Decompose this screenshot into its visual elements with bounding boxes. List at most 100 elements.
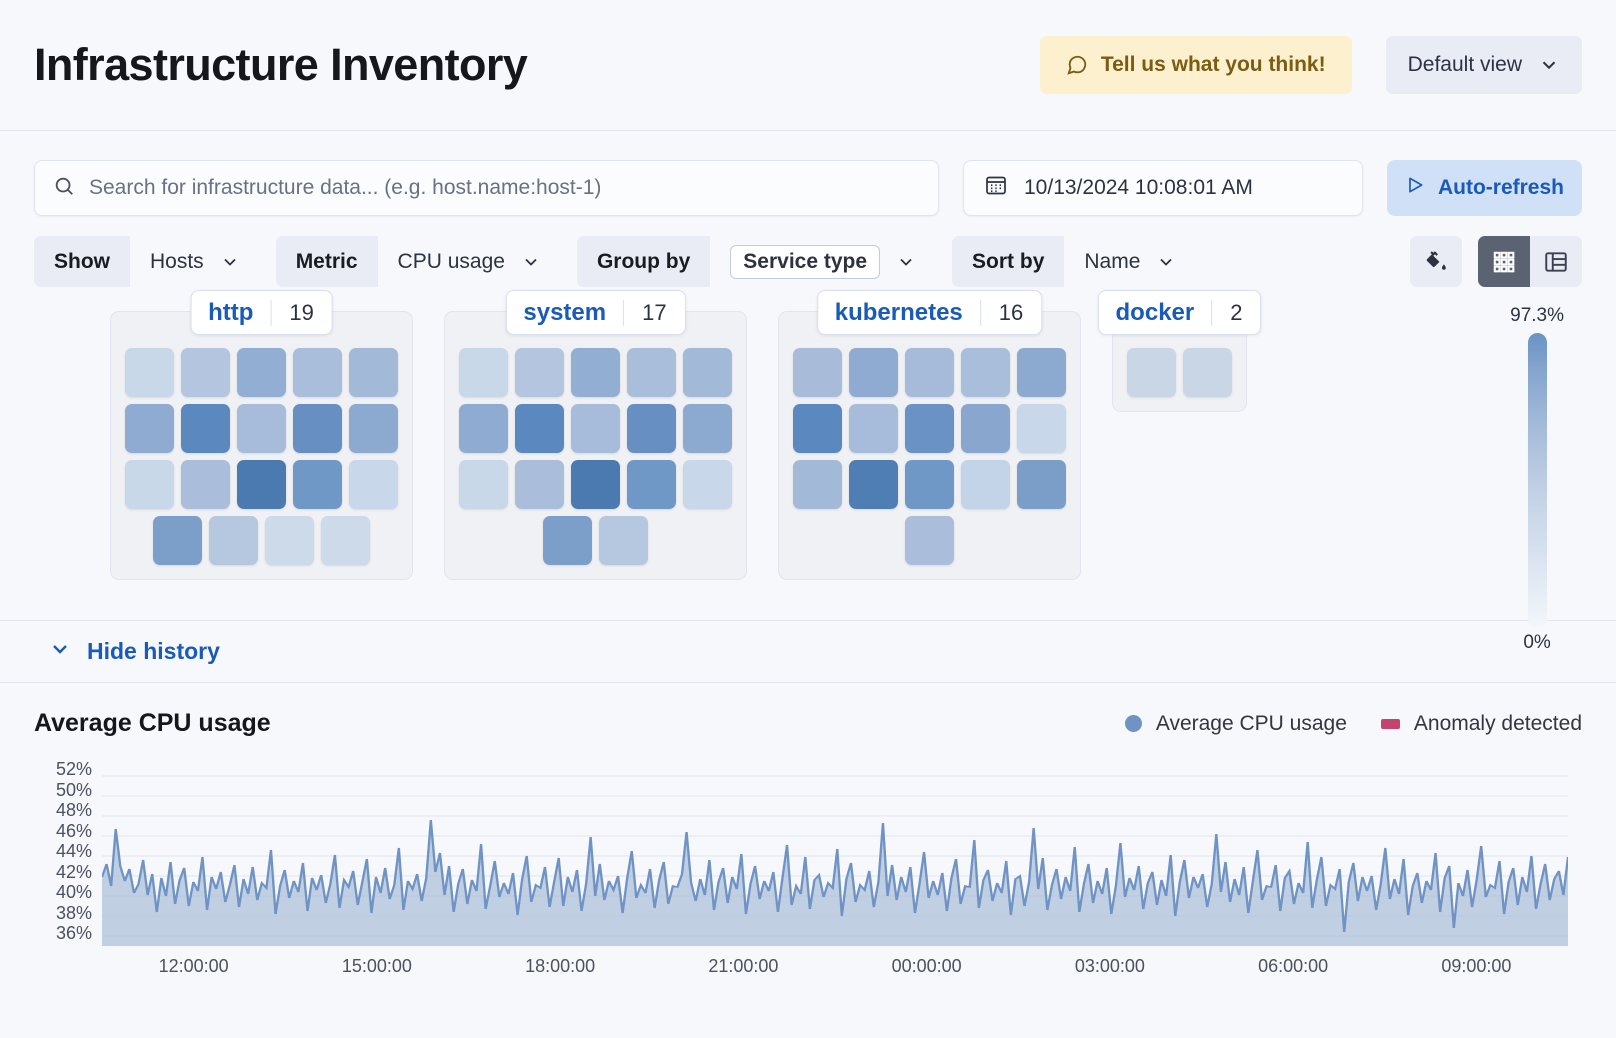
filter-group-by: Group by Service type xyxy=(576,236,937,287)
filter-show-select[interactable]: Hosts xyxy=(130,236,260,287)
host-tile[interactable] xyxy=(1017,348,1066,397)
host-tile[interactable] xyxy=(181,460,230,509)
color-palette-button[interactable] xyxy=(1410,236,1462,287)
group-badge-divider xyxy=(979,299,981,326)
host-tile[interactable] xyxy=(293,460,342,509)
host-tile[interactable] xyxy=(793,404,842,453)
host-tile[interactable] xyxy=(627,404,676,453)
host-tile[interactable] xyxy=(571,460,620,509)
x-tick-label: 12:00:00 xyxy=(158,956,229,976)
legend-marker-square-icon xyxy=(1380,718,1400,729)
tile-row xyxy=(459,404,732,453)
host-tile[interactable] xyxy=(961,348,1010,397)
group-count: 17 xyxy=(642,299,667,325)
host-tile[interactable] xyxy=(683,348,732,397)
legend-item-anomaly-detected[interactable]: Anomaly detected xyxy=(1380,712,1582,736)
host-tile[interactable] xyxy=(125,348,174,397)
host-tile[interactable] xyxy=(905,404,954,453)
chevron-down-icon xyxy=(220,252,240,272)
group-name: http xyxy=(208,298,254,326)
host-tile[interactable] xyxy=(459,460,508,509)
host-tile[interactable] xyxy=(237,460,286,509)
table-view-button[interactable] xyxy=(1530,236,1582,287)
host-tile[interactable] xyxy=(905,516,954,565)
host-tile[interactable] xyxy=(321,516,370,565)
feedback-button[interactable]: Tell us what you think! xyxy=(1039,36,1352,94)
host-tile[interactable] xyxy=(905,348,954,397)
hide-history-label: Hide history xyxy=(87,638,220,664)
host-tile[interactable] xyxy=(293,348,342,397)
host-tile[interactable] xyxy=(543,516,592,565)
host-tile[interactable] xyxy=(181,404,230,453)
host-tile[interactable] xyxy=(793,460,842,509)
host-tile[interactable] xyxy=(515,348,564,397)
host-tile[interactable] xyxy=(599,516,648,565)
host-tile[interactable] xyxy=(181,348,230,397)
hide-history-toggle[interactable]: Hide history xyxy=(0,621,1616,683)
host-tile[interactable] xyxy=(1183,348,1232,397)
host-tile[interactable] xyxy=(349,460,398,509)
x-tick-label: 15:00:00 xyxy=(341,956,412,976)
host-tile[interactable] xyxy=(1017,404,1066,453)
host-tile[interactable] xyxy=(515,460,564,509)
host-tile[interactable] xyxy=(237,404,286,453)
chevron-down-icon xyxy=(1156,252,1176,272)
chart-canvas[interactable] xyxy=(102,766,1568,946)
legend-label: Average CPU usage xyxy=(1155,711,1347,735)
filter-sort-by-select[interactable]: Name xyxy=(1064,236,1197,287)
host-tile[interactable] xyxy=(459,404,508,453)
filter-group-by-select[interactable]: Service type xyxy=(710,236,937,287)
search-bar[interactable] xyxy=(34,160,939,216)
legend-item-average-cpu-usage[interactable]: Average CPU usage xyxy=(1124,711,1347,736)
host-tile[interactable] xyxy=(349,348,398,397)
x-tick-label: 09:00:00 xyxy=(1441,956,1512,976)
search-input[interactable] xyxy=(89,176,920,200)
filter-metric-select[interactable]: CPU usage xyxy=(377,236,561,287)
host-tile[interactable] xyxy=(349,404,398,453)
host-tile[interactable] xyxy=(961,460,1010,509)
host-tile[interactable] xyxy=(793,348,842,397)
host-tile[interactable] xyxy=(209,516,258,565)
auto-refresh-button[interactable]: Auto-refresh xyxy=(1387,160,1582,216)
x-tick-label: 21:00:00 xyxy=(708,956,779,976)
y-tick-label: 50% xyxy=(55,779,92,800)
tile-row xyxy=(905,516,954,565)
host-tile[interactable] xyxy=(459,348,508,397)
host-tile[interactable] xyxy=(683,404,732,453)
host-tile[interactable] xyxy=(905,460,954,509)
legend-marker-circle-icon xyxy=(1124,715,1142,732)
host-tile[interactable] xyxy=(237,348,286,397)
host-tile[interactable] xyxy=(125,404,174,453)
comment-icon xyxy=(1066,54,1088,76)
host-tile[interactable] xyxy=(515,404,564,453)
view-selector-button[interactable]: Default view xyxy=(1385,36,1582,94)
group-count: 16 xyxy=(998,299,1024,325)
host-tile[interactable] xyxy=(153,516,202,565)
host-tile[interactable] xyxy=(849,404,898,453)
filter-sort-by-value: Name xyxy=(1084,249,1141,273)
host-tile[interactable] xyxy=(1127,348,1176,397)
host-tile[interactable] xyxy=(961,404,1010,453)
host-tile[interactable] xyxy=(571,404,620,453)
host-tile[interactable] xyxy=(627,348,676,397)
host-tile[interactable] xyxy=(849,460,898,509)
host-tile[interactable] xyxy=(293,404,342,453)
date-picker[interactable]: 10/13/2024 10:08:01 AM xyxy=(963,160,1363,216)
host-tile[interactable] xyxy=(571,348,620,397)
chevron-down-icon xyxy=(48,637,72,667)
host-tile[interactable] xyxy=(627,460,676,509)
host-tile[interactable] xyxy=(265,516,314,565)
host-tile[interactable] xyxy=(849,348,898,397)
host-tile[interactable] xyxy=(1017,460,1066,509)
y-tick-label: 46% xyxy=(55,820,92,841)
host-tile[interactable] xyxy=(683,460,732,509)
host-tile[interactable] xyxy=(125,460,174,509)
grid-view-button[interactable] xyxy=(1478,236,1530,287)
tile-row xyxy=(125,460,398,509)
search-row: 10/13/2024 10:08:01 AM Auto-refresh xyxy=(34,160,1582,216)
chevron-down-icon xyxy=(1538,54,1560,76)
